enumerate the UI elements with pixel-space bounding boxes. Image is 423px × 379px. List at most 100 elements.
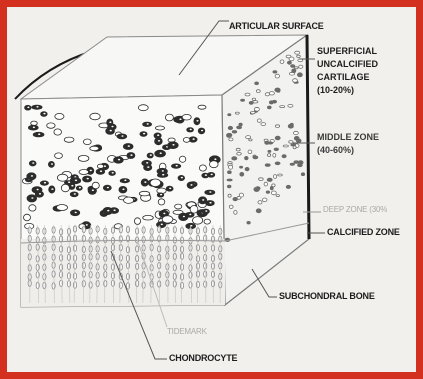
cell-mark <box>111 264 114 270</box>
label-articular-surface: ARTICULAR SURFACE <box>229 22 324 31</box>
cell-mark <box>176 165 178 167</box>
cell-mark <box>294 67 298 69</box>
cell-mark <box>190 206 198 214</box>
bone-base <box>21 239 225 307</box>
cell-mark <box>193 217 203 225</box>
cell-mark <box>61 184 69 192</box>
cell-mark <box>204 281 207 287</box>
label-superficial-line-1: SUPERFICIAL <box>317 45 378 58</box>
cell-mark <box>55 113 64 119</box>
cell-mark <box>78 155 89 161</box>
cell-mark <box>287 61 291 64</box>
cell-mark <box>71 185 73 187</box>
cell-mark <box>114 209 116 211</box>
cell-mark <box>241 99 245 101</box>
cell-mark <box>273 71 277 73</box>
cell-mark <box>75 180 77 182</box>
label-calcified-zone: CALCIFIED ZONE <box>327 228 400 237</box>
cell-mark <box>33 127 35 129</box>
cell-mark <box>73 255 76 261</box>
cell-mark <box>147 166 149 168</box>
cell-mark <box>121 135 123 137</box>
cell-mark <box>232 157 237 160</box>
cell-mark <box>52 271 55 277</box>
cell-mark <box>254 188 259 191</box>
cell-mark <box>128 145 130 147</box>
cell-mark <box>227 185 231 188</box>
label-deep-zone: DEEP ZONE (30% <box>323 206 387 214</box>
cell-mark <box>86 224 88 226</box>
cell-mark <box>52 283 55 289</box>
cell-mark <box>162 174 164 176</box>
cell-mark <box>67 254 70 260</box>
cell-mark <box>119 264 122 270</box>
cell-mark <box>265 164 270 167</box>
cell-mark <box>107 187 109 189</box>
label-middle-zone-line-1: MIDDLE ZONE <box>317 131 379 144</box>
cell-mark <box>36 264 39 270</box>
cell-mark <box>245 167 249 170</box>
cell-mark <box>37 189 39 191</box>
cell-mark <box>166 280 169 286</box>
cell-mark <box>268 150 271 152</box>
cell-mark <box>293 146 296 149</box>
label-superficial-line-4: (10-20%) <box>317 84 378 97</box>
cell-mark <box>73 273 76 279</box>
cell-mark <box>134 218 140 225</box>
cell-mark <box>229 165 233 169</box>
cell-mark <box>248 150 252 154</box>
cell-mark <box>228 162 232 164</box>
cell-mark <box>201 130 203 132</box>
cell-mark <box>87 178 89 180</box>
cell-mark <box>239 123 242 126</box>
cell-mark <box>291 65 295 68</box>
cell-mark <box>89 254 92 260</box>
cell-mark <box>60 264 63 270</box>
cell-mark <box>74 193 76 195</box>
cell-mark <box>43 254 46 260</box>
cell-mark <box>52 262 55 268</box>
cell-mark <box>257 119 261 122</box>
cell-mark <box>261 123 266 126</box>
cell-mark <box>89 272 92 278</box>
cell-mark <box>298 164 303 167</box>
cell-mark <box>193 138 195 140</box>
cell-mark <box>189 272 192 278</box>
cell-mark <box>142 282 145 288</box>
label-superficial: SUPERFICIAL UNCALCIFIED CARTILAGE (10-20… <box>317 45 378 97</box>
cell-mark <box>205 174 207 176</box>
cell-mark <box>234 211 237 215</box>
cell-mark <box>267 178 272 181</box>
cell-mark <box>196 120 198 122</box>
cell-mark <box>259 178 264 181</box>
cell-mark <box>142 263 145 269</box>
cell-mark <box>158 140 160 142</box>
cell-mark <box>198 105 206 109</box>
cell-mark <box>31 121 38 125</box>
cell-mark <box>262 198 267 202</box>
cell-mark <box>51 163 53 165</box>
cell-mark <box>57 205 68 211</box>
cell-mark <box>292 69 296 73</box>
side-edge <box>307 35 309 239</box>
cell-mark <box>252 98 255 100</box>
cell-mark <box>96 264 99 270</box>
cell-mark <box>190 184 192 186</box>
cell-mark <box>283 145 288 147</box>
cell-mark <box>169 188 171 190</box>
cell-mark <box>247 221 250 224</box>
cell-mark <box>204 263 207 269</box>
cell-mark <box>289 141 293 144</box>
cell-mark <box>31 197 33 199</box>
cell-mark <box>82 271 85 277</box>
cell-mark <box>282 155 286 158</box>
cell-mark <box>254 108 259 112</box>
cell-mark <box>266 191 269 193</box>
cell-mark <box>36 282 39 288</box>
cell-mark <box>276 195 279 197</box>
cell-mark <box>228 171 232 174</box>
cell-mark <box>112 172 114 174</box>
cell-mark <box>264 182 267 186</box>
cell-mark <box>181 177 183 179</box>
cell-mark <box>249 101 253 104</box>
